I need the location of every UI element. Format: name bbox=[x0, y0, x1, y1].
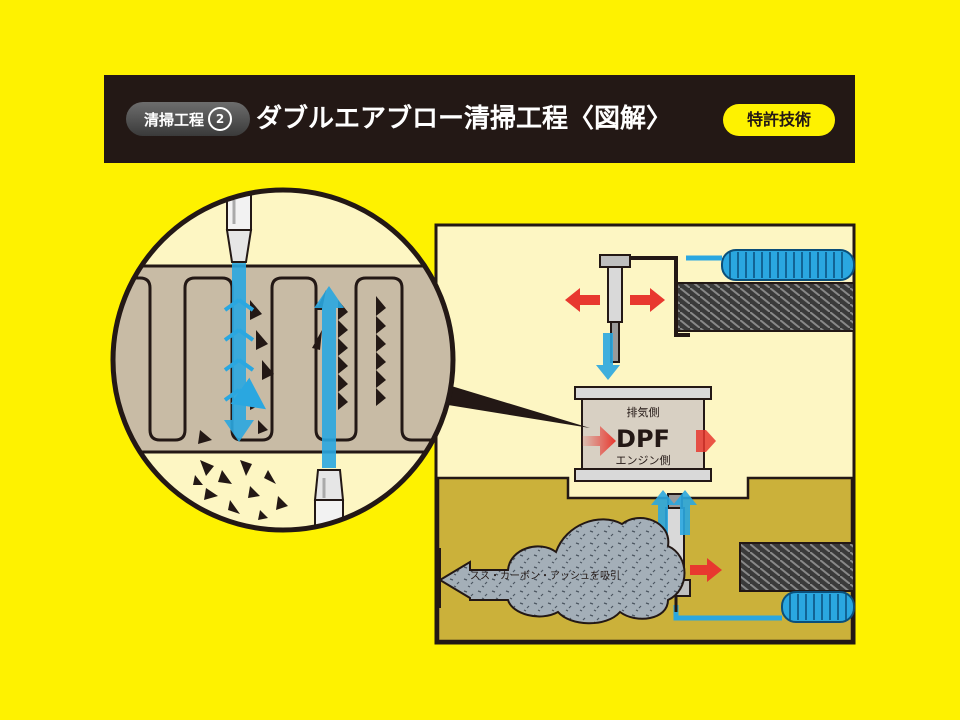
heat-arrow-icon bbox=[565, 288, 665, 312]
upper-threaded-pipe bbox=[675, 282, 855, 332]
lower-threaded-pipe bbox=[739, 542, 855, 592]
air-flow-arrow-icon bbox=[596, 333, 620, 380]
soot-cloud-icon bbox=[435, 517, 686, 625]
dpf-label: DPF bbox=[616, 425, 670, 453]
coiled-hose-icon bbox=[721, 249, 855, 281]
page-title: ダブルエアブロー清掃工程〈図解〉 bbox=[256, 104, 673, 134]
air-flow-arrow-icon bbox=[651, 490, 697, 535]
patent-badge: 特許技術 bbox=[723, 104, 835, 136]
header-bar: 清掃工程 2 ダブルエアブロー清掃工程〈図解〉 特許技術 bbox=[104, 75, 855, 163]
coiled-hose-icon bbox=[781, 591, 855, 623]
step-label: 清掃工程 bbox=[143, 110, 204, 129]
air-nozzle-icon bbox=[313, 469, 345, 530]
magnified-filter-view bbox=[110, 187, 456, 533]
dpf-unit: 排気側 DPF エンジン側 bbox=[574, 386, 712, 482]
step-pill: 清掃工程 2 bbox=[126, 102, 250, 136]
heat-arrow-icon bbox=[582, 426, 716, 456]
machine-panel: 排気側 DPF エンジン側 スス・ bbox=[434, 223, 856, 645]
magnifier-pointer bbox=[448, 385, 590, 428]
suction-label: スス・カーボン・アッシュを吸引 bbox=[470, 570, 620, 582]
step-number: 2 bbox=[208, 107, 232, 131]
exhaust-side-label: 排気側 bbox=[627, 405, 660, 419]
engine-side-label: エンジン側 bbox=[616, 454, 671, 467]
